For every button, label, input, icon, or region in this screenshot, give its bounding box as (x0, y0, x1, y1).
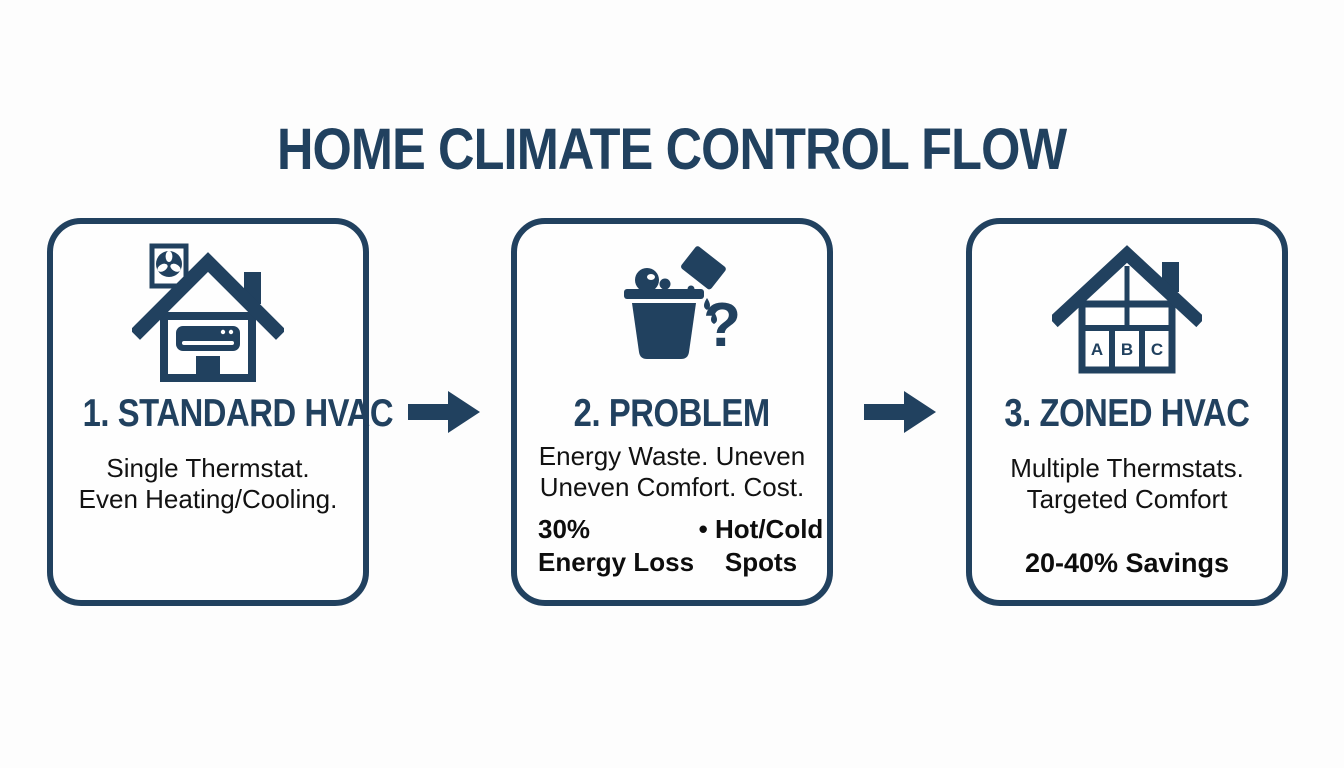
step-description: Single Thermstat. Even Heating/Cooling. (53, 453, 363, 515)
stat-line: 30% (538, 514, 591, 544)
hvac-house-icon (53, 242, 363, 384)
description-line: Single Thermstat. (106, 453, 310, 483)
hot-cold-spots-stat: • Hot/Cold Spots (695, 513, 827, 579)
energy-loss-stat: 30% Energy Loss (538, 513, 694, 579)
zone-b-label: B (1121, 340, 1133, 359)
stat-line: Spots (724, 547, 798, 577)
right-arrow-icon (408, 389, 482, 440)
step-card-zoned-hvac: A B C 3. ZONED HVAC Multiple Thermstats.… (966, 218, 1288, 606)
description-line: Multiple Thermstats. (1010, 453, 1244, 483)
zoned-house-icon: A B C (972, 242, 1282, 378)
right-arrow-icon (864, 389, 938, 440)
step-card-standard-hvac: 1. STANDARD HVAC Single Thermstat. Even … (47, 218, 394, 606)
page-title-text: HOME CLIMATE CONTROL FLOW (277, 117, 1067, 182)
step-description: Energy Waste. Uneven Uneven Comfort. Cos… (517, 441, 827, 503)
zone-c-label: C (1151, 340, 1163, 359)
page-title: HOME CLIMATE CONTROL FLOW (0, 116, 1344, 183)
stat-line: • Hot/Cold (698, 514, 824, 544)
description-line: Energy Waste. Uneven (538, 441, 806, 471)
problem-stats: 30% Energy Loss • Hot/Cold Spots (517, 513, 827, 583)
waste-bin-question-icon: ? (517, 242, 827, 382)
step-heading: 2. PROBLEM (573, 392, 771, 435)
description-line: Uneven Comfort. Cost. (539, 472, 805, 502)
savings-stat: 20-40% Savings (1024, 548, 1230, 578)
step-heading: 3. ZONED HVAC (1004, 392, 1250, 435)
stat-line: Energy Loss (538, 547, 695, 577)
description-line: Even Heating/Cooling. (78, 484, 338, 514)
description-line: Targeted Comfort (1026, 484, 1228, 514)
step-description: Multiple Thermstats. Targeted Comfort (972, 453, 1282, 515)
step-heading: 1. STANDARD HVAC (82, 392, 394, 435)
zone-a-label: A (1091, 340, 1103, 359)
question-mark-glyph: ? (703, 291, 741, 360)
step-card-problem: ? 2. PROBLEM Energy Waste. Uneven Uneven… (511, 218, 833, 606)
